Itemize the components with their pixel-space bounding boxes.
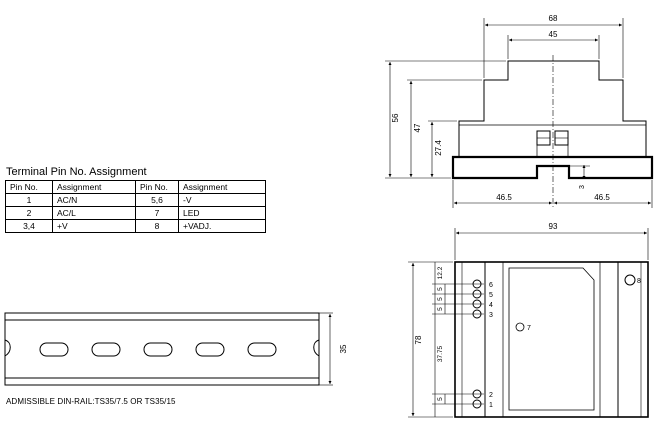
base-clip (451, 155, 654, 180)
pin-label: 2 (489, 392, 493, 399)
table-row: 3,4 +V 8 +VADJ. (5, 219, 266, 233)
rail-slot (91, 342, 121, 357)
pin-assignment-table: Pin No. Assignment Pin No. Assignment 1 … (5, 180, 266, 233)
terminal-screws (472, 279, 482, 409)
front-view-dimensions (408, 228, 649, 418)
adjust-label: 8 (637, 278, 641, 285)
dim-pitch-e: 37.75 (437, 345, 444, 362)
din-rail (4, 312, 333, 386)
rail-slot (195, 342, 225, 357)
pin-label: 1 (489, 402, 493, 409)
dim-step-height: 27.4 (434, 140, 443, 156)
dim-body-height: 47 (413, 123, 422, 132)
pin-label: 5 (489, 292, 493, 299)
dim-clip: 3 (579, 185, 586, 189)
dim-pitch-d: 5 (437, 307, 444, 311)
table-row: 1 AC/N 5,6 -V (5, 193, 266, 207)
adjust-potentiometer (624, 274, 636, 286)
dim-half-right: 46.5 (594, 193, 610, 202)
dim-pitch-f: 5 (437, 397, 444, 401)
dim-pitch-a: 12.2 (437, 266, 444, 279)
pin-table-title: Terminal Pin No. Assignment (6, 166, 147, 178)
front-view-outline (454, 261, 649, 418)
rail-slot (39, 342, 69, 357)
table-cell: 8 (135, 219, 179, 233)
pin-label: 6 (489, 282, 493, 289)
side-view (385, 18, 654, 208)
rail-height-dim: 35 (339, 344, 348, 353)
front-view (408, 228, 649, 418)
rail-slot (247, 342, 277, 357)
rail-outline (4, 312, 320, 386)
table-cell: +VADJ. (178, 219, 266, 233)
dim-overall-height: 56 (391, 113, 400, 122)
dim-front-height: 78 (414, 335, 423, 344)
dim-inner-width: 45 (549, 30, 558, 39)
din-rail-caption: ADMISSIBLE DIN-RAIL:TS35/7.5 OR TS35/15 (6, 397, 176, 406)
pin-label: 4 (489, 302, 493, 309)
dim-top-width: 68 (549, 14, 558, 23)
led-indicator (515, 322, 525, 332)
rail-slot (143, 342, 173, 357)
pin-label: 3 (489, 312, 493, 319)
dim-front-width: 93 (549, 222, 558, 231)
table-row: 2 AC/L 7 LED (5, 206, 266, 220)
led-label: 7 (527, 325, 531, 332)
terminal-detail (536, 145, 569, 157)
dim-pitch-c: 5 (437, 297, 444, 301)
dim-pitch-b: 5 (437, 287, 444, 291)
side-view-outline (458, 60, 647, 158)
label-plate (508, 267, 595, 411)
side-view-dimensions (385, 18, 653, 208)
dim-half-left: 46.5 (496, 193, 512, 202)
rail-right-notch (313, 339, 320, 357)
rail-left-notch (4, 339, 11, 357)
